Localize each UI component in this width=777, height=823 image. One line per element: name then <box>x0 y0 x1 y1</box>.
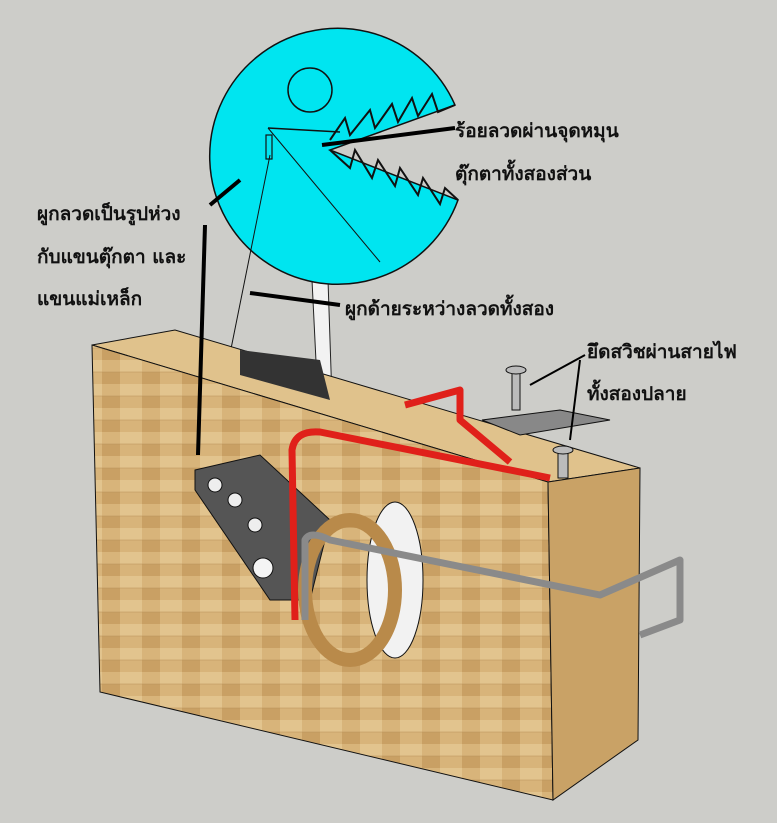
label-pivot-line2: ตุ๊กตาทั้งสองส่วน <box>455 159 591 186</box>
lower-teeth <box>329 147 459 207</box>
upper-teeth <box>329 91 456 141</box>
label-switch-line2: ทั้งสองปลาย <box>587 379 687 405</box>
label-loop-line3: แขนแม่เหล็ก <box>37 286 142 310</box>
gray-wire <box>301 531 684 639</box>
label-loop-line1: ผูกลวดเป็นรูปห่วง <box>37 201 181 226</box>
switch <box>481 365 611 479</box>
label-loop-line2: กับแขนตุ๊กตา และ <box>37 246 186 269</box>
leader-lines <box>196 126 586 456</box>
eye <box>287 67 333 113</box>
pacman-doll <box>208 27 459 285</box>
label-thread: ผูกด้ายระหว่างลวดทั้งสอง <box>345 294 554 321</box>
wooden-base <box>91 329 641 801</box>
label-pivot-line1: ร้อยลวดผ่านจุดหมุน <box>455 120 619 143</box>
label-switch-line1: ยึดสวิชผ่านสายไฟ <box>587 340 737 363</box>
red-wire <box>288 386 551 621</box>
